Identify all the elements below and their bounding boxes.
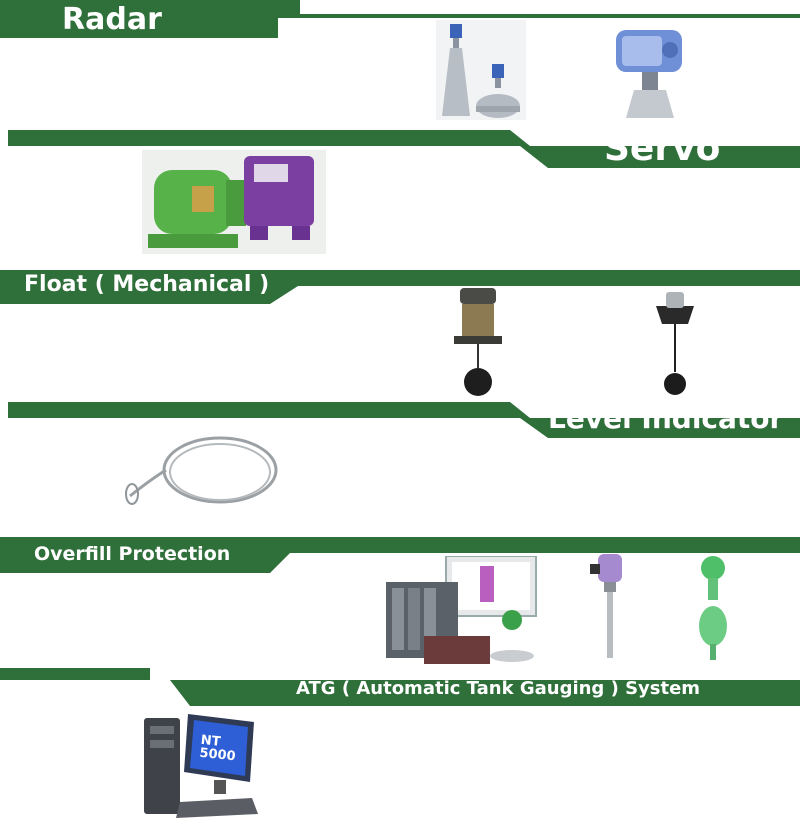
overfill-probe-image-1 xyxy=(588,552,630,666)
section-float-mechanical: Float ( Mechanical ) xyxy=(0,268,800,308)
overfill-control-system-image xyxy=(386,555,546,670)
band-shape xyxy=(0,270,800,304)
band-shape xyxy=(0,668,800,706)
radar-transmitter-image xyxy=(612,28,692,124)
section-atg-system: ATG ( Automatic Tank Gauging ) System xyxy=(0,666,800,710)
section-title-atg: ATG ( Automatic Tank Gauging ) System xyxy=(296,678,701,699)
section-radar: Radar xyxy=(0,0,800,40)
float-switch-image-2 xyxy=(652,288,698,402)
section-title-float: Float ( Mechanical ) xyxy=(24,272,270,297)
section-title-radar: Radar xyxy=(62,2,162,37)
servo-gauge-image xyxy=(142,150,326,258)
section-level-indicator: Level Indicator xyxy=(0,400,800,440)
level-cable-probe-image xyxy=(120,430,284,518)
band-shape xyxy=(0,537,800,573)
section-servo: Servo xyxy=(0,128,800,170)
float-switch-image-1 xyxy=(450,286,506,406)
band-shape xyxy=(8,402,800,438)
section-title-servo: Servo xyxy=(604,128,721,169)
section-overfill-protection: Overfill Protection xyxy=(0,535,800,577)
overfill-probe-image-2 xyxy=(690,554,736,668)
radar-horn-antenna-image xyxy=(436,20,526,124)
band-shape xyxy=(0,0,800,38)
band-shape xyxy=(8,130,800,168)
section-title-overfill: Overfill Protection xyxy=(34,543,231,565)
atg-computer-image: NT 5000 xyxy=(140,712,260,828)
atg-monitor-text: NT 5000 xyxy=(198,732,237,765)
section-title-level-indicator: Level Indicator xyxy=(548,402,784,435)
